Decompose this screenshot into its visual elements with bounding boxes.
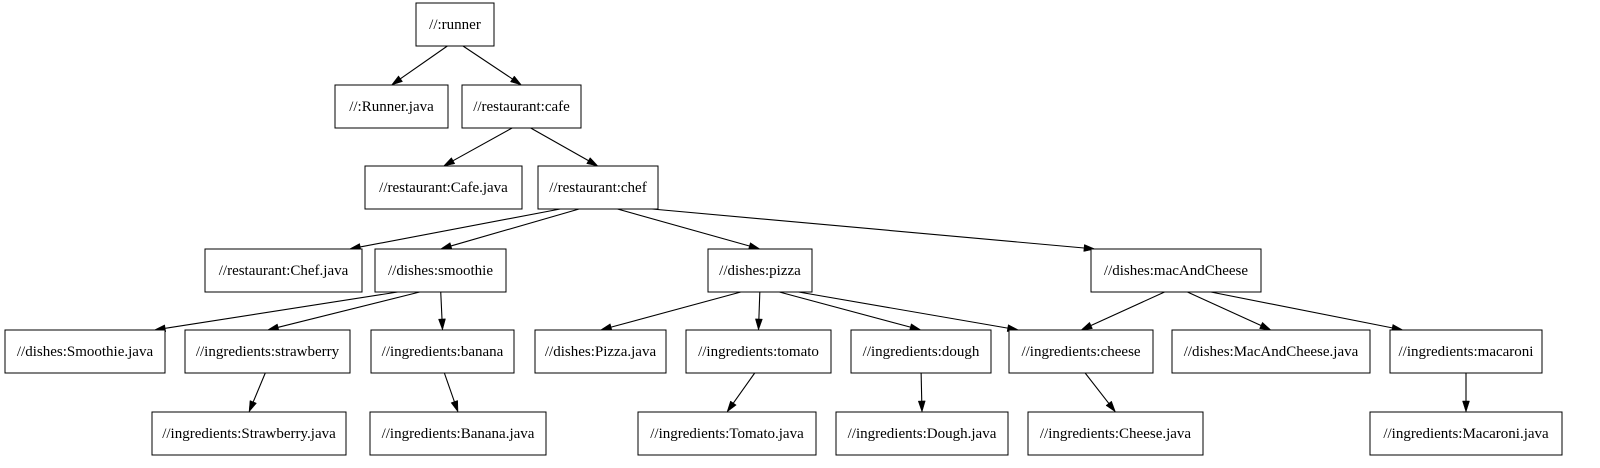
node-label-dishes_pizza_java: //dishes:Pizza.java	[545, 344, 657, 360]
edge-restaurant_cafe-to-restaurant_cafe_java	[442, 127, 513, 167]
edge-ing_banana-to-ing_banana_java	[443, 372, 459, 413]
node-dishes_pizza_java[interactable]: //dishes:Pizza.java	[534, 329, 667, 374]
node-box-runner_java	[334, 84, 449, 129]
node-dishes_macandcheese_java[interactable]: //dishes:MacAndCheese.java	[1171, 329, 1371, 374]
node-label-dishes_macandcheese_java: //dishes:MacAndCheese.java	[1184, 344, 1359, 360]
node-box-dishes_smoothie	[374, 248, 507, 293]
node-ing_strawberry[interactable]: //ingredients:strawberry	[184, 329, 351, 374]
node-label-dishes_macandcheese: //dishes:macAndCheese	[1104, 263, 1248, 279]
node-ing_strawberry_java[interactable]: //ingredients:Strawberry.java	[151, 411, 347, 456]
node-label-ing_tomato_java: //ingredients:Tomato.java	[650, 426, 804, 442]
node-label-dishes_smoothie: //dishes:smoothie	[388, 263, 493, 279]
node-box-restaurant_chef_java	[204, 248, 363, 293]
node-label-ing_macaroni_java: //ingredients:Macaroni.java	[1383, 426, 1549, 442]
node-box-dishes_smoothie_java	[4, 329, 166, 374]
edge-ing_strawberry-to-ing_strawberry_java	[248, 372, 266, 413]
edge-runner-to-restaurant_cafe	[462, 45, 523, 86]
node-dishes_smoothie[interactable]: //dishes:smoothie	[374, 248, 507, 293]
node-box-ing_banana_java	[369, 411, 547, 456]
node-box-dishes_macandcheese	[1090, 248, 1262, 293]
node-label-ing_tomato: //ingredients:tomato	[698, 344, 819, 360]
node-label-ing_cheese: //ingredients:cheese	[1021, 344, 1140, 360]
node-box-ing_strawberry	[184, 329, 351, 374]
node-restaurant_chef[interactable]: //restaurant:chef	[537, 165, 659, 210]
node-box-restaurant_cafe	[461, 84, 582, 129]
edge-ing_tomato-to-ing_tomato_java	[726, 372, 756, 413]
node-dishes_smoothie_java[interactable]: //dishes:Smoothie.java	[4, 329, 166, 374]
node-ing_cheese[interactable]: //ingredients:cheese	[1008, 329, 1154, 374]
node-box-ing_banana	[370, 329, 515, 374]
node-box-ing_macaroni_java	[1369, 411, 1563, 456]
edge-restaurant_chef-to-dishes_macandcheese	[651, 208, 1096, 252]
node-ing_cheese_java[interactable]: //ingredients:Cheese.java	[1027, 411, 1204, 456]
node-restaurant_cafe_java[interactable]: //restaurant:Cafe.java	[364, 165, 523, 210]
edge-dishes_pizza-to-ing_cheese	[798, 291, 1020, 332]
edge-dishes_macandcheese-to-ing_macaroni	[1210, 291, 1404, 332]
node-box-dishes_pizza	[707, 248, 813, 293]
node-label-ing_macaroni: //ingredients:macaroni	[1399, 344, 1534, 360]
node-dishes_pizza[interactable]: //dishes:pizza	[707, 248, 813, 293]
edge-restaurant_cafe-to-restaurant_chef	[530, 127, 599, 167]
node-box-dishes_macandcheese_java	[1171, 329, 1371, 374]
node-dishes_macandcheese[interactable]: //dishes:macAndCheese	[1090, 248, 1262, 293]
node-ing_banana_java[interactable]: //ingredients:Banana.java	[369, 411, 547, 456]
node-box-ing_dough_java	[835, 411, 1009, 456]
node-box-ing_cheese	[1008, 329, 1154, 374]
edge-ing_cheese-to-ing_cheese_java	[1084, 372, 1117, 413]
node-restaurant_cafe[interactable]: //restaurant:cafe	[461, 84, 582, 129]
edge-dishes_macandcheese-to-ing_cheese	[1080, 291, 1165, 331]
node-label-restaurant_chef_java: //restaurant:Chef.java	[219, 263, 349, 279]
node-restaurant_chef_java[interactable]: //restaurant:Chef.java	[204, 248, 363, 293]
edge-dishes_smoothie-to-ing_strawberry	[266, 291, 420, 332]
node-ing_macaroni[interactable]: //ingredients:macaroni	[1389, 329, 1543, 374]
node-label-ing_dough: //ingredients:dough	[863, 344, 980, 360]
node-ing_banana[interactable]: //ingredients:banana	[370, 329, 515, 374]
node-label-ing_banana_java: //ingredients:Banana.java	[382, 426, 535, 442]
node-label-restaurant_chef: //restaurant:chef	[549, 180, 646, 196]
edge-dishes_pizza-to-dishes_pizza_java	[599, 291, 742, 331]
edge-dishes_pizza-to-ing_dough	[779, 291, 922, 331]
edge-layer	[153, 45, 1470, 413]
edge-runner-to-runner_java	[390, 45, 448, 86]
node-ing_tomato[interactable]: //ingredients:tomato	[685, 329, 832, 374]
node-label-ing_dough_java: //ingredients:Dough.java	[848, 426, 997, 442]
node-runner[interactable]: //:runner	[415, 2, 495, 47]
node-runner_java[interactable]: //:Runner.java	[334, 84, 449, 129]
node-label-dishes_smoothie_java: //dishes:Smoothie.java	[17, 344, 154, 360]
node-label-runner: //:runner	[429, 17, 481, 33]
node-ing_dough[interactable]: //ingredients:dough	[850, 329, 992, 374]
node-label-restaurant_cafe: //restaurant:cafe	[473, 99, 570, 115]
edge-restaurant_chef-to-dishes_pizza	[617, 208, 761, 250]
node-label-runner_java: //:Runner.java	[349, 99, 434, 115]
node-box-ing_dough	[850, 329, 992, 374]
node-label-restaurant_cafe_java: //restaurant:Cafe.java	[379, 180, 508, 196]
node-box-ing_strawberry_java	[151, 411, 347, 456]
node-box-ing_macaroni	[1389, 329, 1543, 374]
edge-restaurant_chef-to-restaurant_chef_java	[348, 208, 561, 251]
node-ing_dough_java[interactable]: //ingredients:Dough.java	[835, 411, 1009, 456]
node-box-restaurant_chef	[537, 165, 659, 210]
node-label-ing_banana: //ingredients:banana	[382, 344, 504, 360]
node-label-ing_cheese_java: //ingredients:Cheese.java	[1040, 426, 1192, 442]
edge-restaurant_chef-to-dishes_smoothie	[439, 208, 580, 250]
node-box-restaurant_cafe_java	[364, 165, 523, 210]
node-box-runner	[415, 2, 495, 47]
node-box-ing_tomato	[685, 329, 832, 374]
node-label-ing_strawberry_java: //ingredients:Strawberry.java	[162, 426, 336, 442]
edge-dishes_pizza-to-ing_tomato	[755, 291, 763, 331]
node-box-ing_cheese_java	[1027, 411, 1204, 456]
node-layer: //:runner //:Runner.java //restaurant:cafe…	[4, 2, 1563, 456]
edge-dishes_smoothie-to-ing_banana	[438, 291, 446, 331]
node-box-ing_tomato_java	[637, 411, 817, 456]
edge-ing_dough-to-ing_dough_java	[917, 372, 926, 413]
node-box-dishes_pizza_java	[534, 329, 667, 374]
edge-ing_macaroni-to-ing_macaroni_java	[1462, 373, 1470, 413]
node-ing_macaroni_java[interactable]: //ingredients:Macaroni.java	[1369, 411, 1563, 456]
edge-dishes_macandcheese-to-dishes_macandcheese_java	[1187, 291, 1272, 331]
node-ing_tomato_java[interactable]: //ingredients:Tomato.java	[637, 411, 817, 456]
node-label-dishes_pizza: //dishes:pizza	[719, 263, 801, 279]
node-label-ing_strawberry: //ingredients:strawberry	[196, 344, 340, 360]
